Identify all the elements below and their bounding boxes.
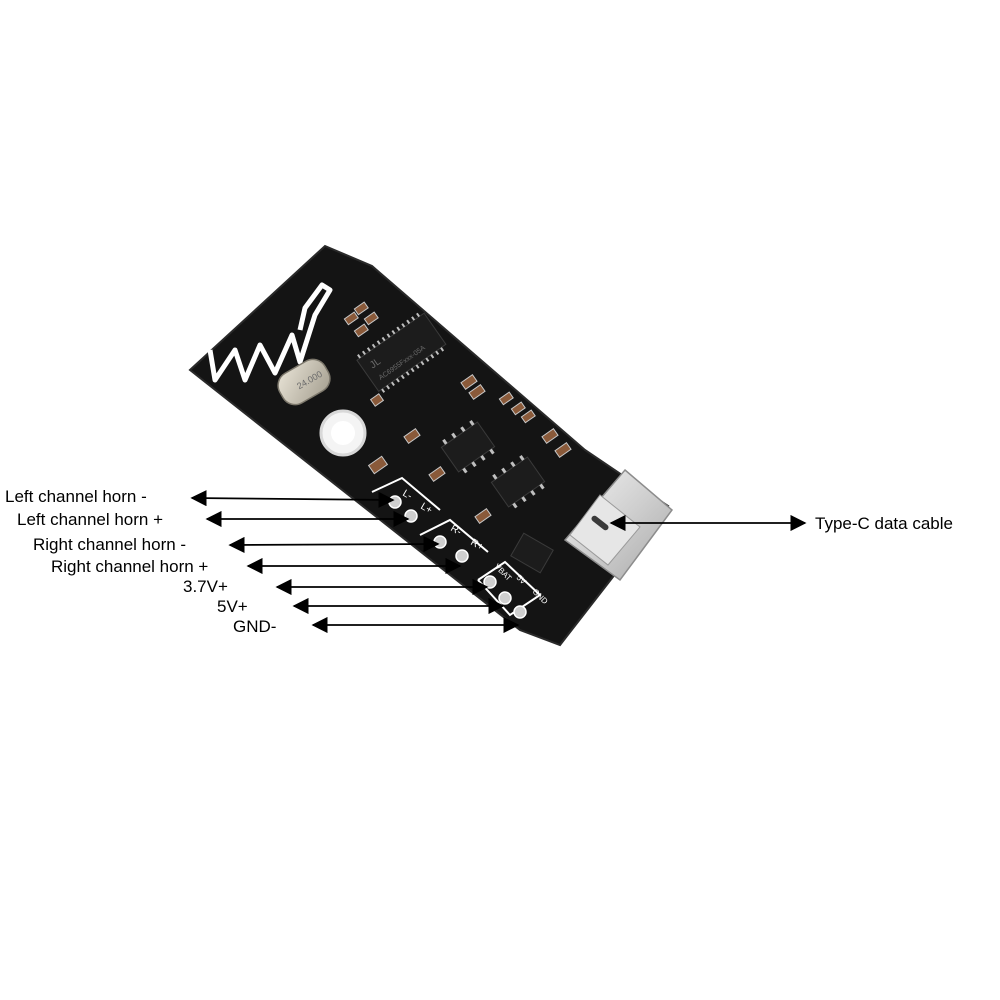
smd-components bbox=[343, 301, 572, 524]
label-right-plus: Right channel horn + bbox=[51, 557, 208, 576]
pad-r-plus bbox=[455, 549, 469, 563]
crystal-oscillator: 24.000 bbox=[277, 358, 331, 406]
callout-labels: Left channel horn - Left channel horn + … bbox=[5, 487, 953, 636]
silk-r-minus: R- bbox=[449, 523, 464, 538]
pad-l-plus bbox=[404, 509, 418, 523]
label-typec: Type-C data cable bbox=[815, 514, 953, 533]
callout-arrows bbox=[190, 490, 807, 634]
amplifier-chip-right bbox=[490, 455, 546, 509]
label-left-minus: Left channel horn - bbox=[5, 487, 147, 506]
pad-gnd bbox=[513, 605, 527, 619]
pcb-body bbox=[188, 244, 670, 647]
pad-5v bbox=[498, 591, 512, 605]
pcb-board: 24.000 JL bbox=[188, 244, 674, 647]
arrow-right-minus bbox=[228, 535, 440, 554]
mounting-hole-center bbox=[331, 421, 355, 445]
amplifier-chip-left bbox=[440, 420, 496, 474]
label-5v: 5V+ bbox=[217, 597, 248, 616]
label-gnd: GND- bbox=[233, 617, 276, 636]
bluetooth-chip: JL AC6955Fxxx-05A bbox=[356, 312, 447, 393]
label-3v7: 3.7V+ bbox=[183, 577, 228, 596]
label-right-minus: Right channel horn - bbox=[33, 535, 186, 554]
regulator bbox=[510, 532, 554, 574]
arrow-left-minus bbox=[190, 490, 395, 508]
antenna-trace bbox=[207, 282, 333, 383]
pad-l-minus bbox=[388, 495, 402, 509]
pad-r-minus bbox=[433, 535, 447, 549]
label-left-plus: Left channel horn + bbox=[17, 510, 163, 529]
silk-l-plus: L+ bbox=[419, 501, 435, 516]
